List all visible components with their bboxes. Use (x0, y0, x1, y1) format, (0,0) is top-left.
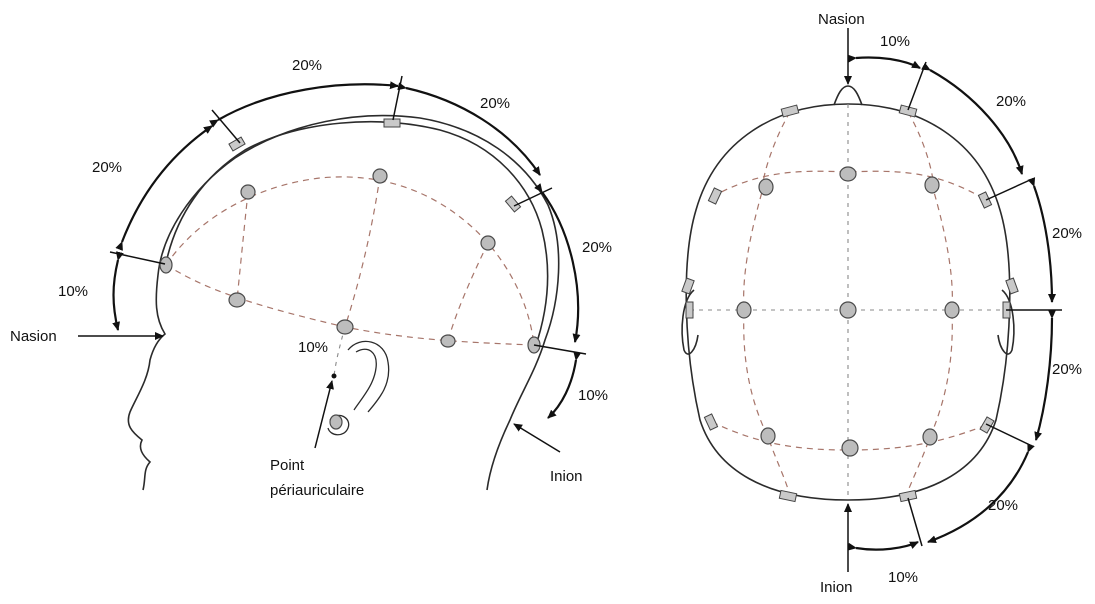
pad-1 (228, 136, 246, 152)
label-pct-ear: 10% (298, 339, 328, 356)
electrode-p (480, 235, 496, 251)
label-pct-r3: 20% (1052, 361, 1082, 378)
nose-outline (833, 85, 863, 106)
electrode-fz (839, 166, 857, 182)
label-pct-upper-right: 20% (480, 95, 510, 112)
pad-bottom-left (778, 489, 798, 503)
periauricular-point (331, 373, 337, 379)
label-nasion-side: Nasion (10, 328, 57, 345)
right-ear-outline (997, 289, 1015, 355)
frontal-dashed-line (236, 191, 249, 301)
label-pct-top: 20% (292, 57, 322, 74)
arc-20-r2 (1027, 177, 1056, 303)
label-pct-r1: 20% (996, 93, 1026, 110)
label-pct-r2: 20% (1052, 225, 1082, 242)
parietal-dashed-line (447, 242, 489, 342)
pad-left-mid (681, 277, 695, 295)
label-pct-upper-left: 20% (92, 159, 122, 176)
electrode-ear (329, 414, 343, 430)
arrow-periauricular (314, 380, 334, 449)
label-nasion-top: Nasion (818, 11, 865, 28)
tick-bottom-right (907, 497, 923, 547)
electrode-fp (159, 256, 173, 274)
label-pct-r4: 20% (988, 497, 1018, 514)
pad-top-left (780, 104, 800, 118)
coronal-dashed-line (344, 175, 381, 328)
tick-cz (392, 75, 403, 121)
label-pct-right: 20% (582, 239, 612, 256)
electrode-c3 (736, 301, 752, 319)
label-inion-side: Inion (550, 468, 583, 485)
label-periauriculaire: périauriculaire (270, 482, 364, 499)
arc-10-top (847, 54, 921, 69)
electrode-p4 (922, 428, 938, 446)
label-point: Point (270, 457, 305, 474)
top-view: Nasion Inion 10% 20% 20% 20% 20% 10% (681, 11, 1082, 596)
pad-top-right (898, 104, 918, 118)
arc-20-r4 (927, 443, 1035, 544)
electrode-f4 (924, 176, 940, 194)
pad-2 (383, 118, 401, 128)
electrode-t5 (440, 334, 456, 348)
pad-3 (504, 195, 522, 213)
arc-20-top (209, 81, 399, 128)
arc-20-r1 (921, 62, 1024, 175)
skull-cap-outline (164, 121, 549, 349)
electrode-t (336, 319, 354, 335)
head-top-outline (685, 103, 1011, 501)
label-pct-front-low: 10% (58, 283, 88, 300)
arrow-inion (513, 423, 561, 453)
tick-right-upper (985, 179, 1031, 201)
electrode-c4 (944, 301, 960, 319)
arc-20-r3 (1034, 309, 1057, 441)
tick-top-right (907, 61, 927, 111)
arc-10-back (547, 351, 582, 419)
electrode-f7 (228, 292, 246, 308)
pad-right-mid (1005, 277, 1019, 295)
arc-20-upper-left (115, 125, 213, 251)
electrode-cz-top (839, 301, 857, 319)
sagittal-dashed-line (165, 176, 535, 346)
pad-right-upper (977, 191, 993, 209)
ear-dashed-line (333, 326, 346, 377)
electrode-cz (372, 168, 388, 184)
pad-left-ear (685, 301, 694, 319)
arc-10-front (112, 251, 124, 331)
side-view: 20% 20% 20% 20% 10% 10% 10% Nasion Inion… (10, 57, 612, 499)
pad-left-upper (707, 187, 723, 205)
electrode-pz (841, 439, 859, 457)
pad-left-lower (703, 413, 719, 431)
label-pct-back-low: 10% (578, 387, 608, 404)
left-ear-outline (681, 289, 699, 355)
arc-20-right (534, 183, 581, 343)
tick-right-lower (985, 423, 1033, 447)
electrode-f3 (758, 178, 774, 196)
arc-20-upper-right (397, 82, 541, 176)
label-inion-top: Inion (820, 579, 853, 596)
electrode-f (240, 184, 256, 200)
frontal-arc (711, 170, 987, 201)
arc-10-bottom (847, 540, 919, 551)
electrode-p3 (760, 427, 776, 445)
label-pct-bottom-10: 10% (888, 569, 918, 586)
occipital-arc (711, 421, 987, 451)
label-pct-top-10: 10% (880, 33, 910, 50)
